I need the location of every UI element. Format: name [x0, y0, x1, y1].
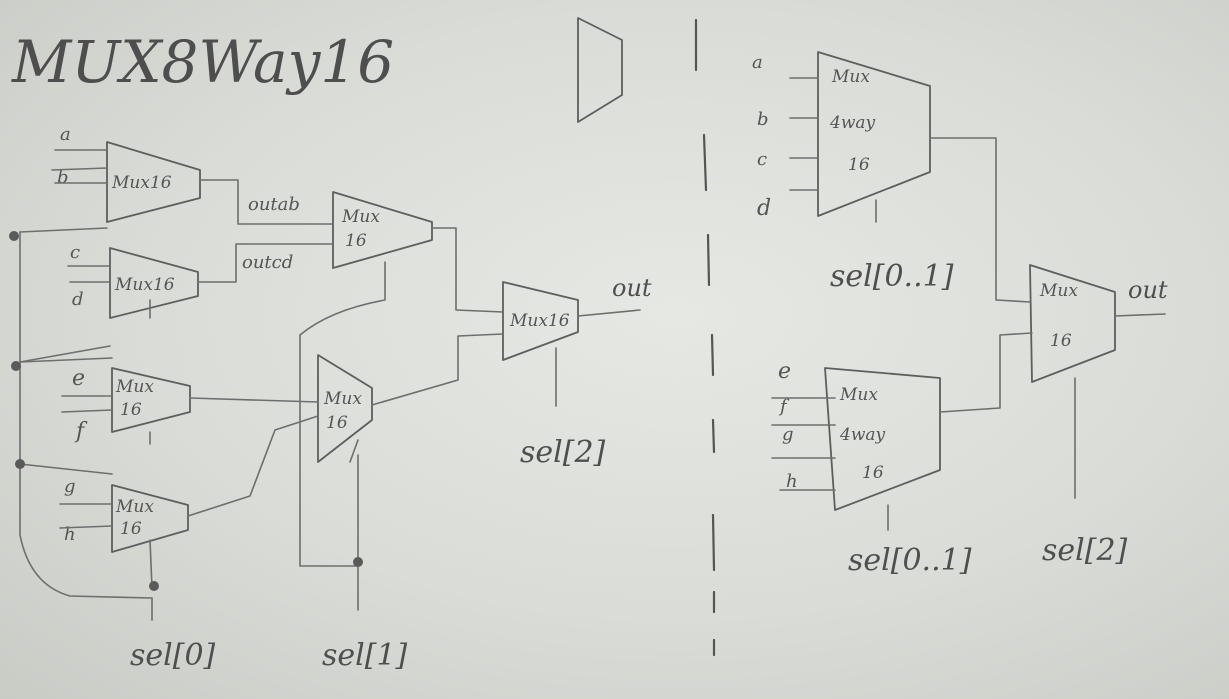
wire-out: [577, 309, 641, 317]
wire-outef: [189, 397, 319, 403]
mux-efgh-label-2: 16: [326, 413, 348, 433]
mux-abcd-label-2: 16: [345, 231, 367, 251]
output-out-left: out: [612, 274, 652, 302]
mux16-right-label-1: Mux: [1039, 281, 1078, 301]
right-input-e: e: [778, 359, 791, 384]
right-input-b: b: [757, 109, 769, 130]
mux-cd: Mux16: [109, 247, 199, 319]
mux-ab-label: Mux16: [111, 173, 172, 193]
diagram-title: MUX8Way16: [11, 28, 394, 96]
mux-ef-label-1: Mux: [115, 377, 154, 397]
label-sel01-bottom: sel[0..1]: [848, 543, 972, 578]
input-c: c: [70, 242, 80, 263]
label-sel01-top: sel[0..1]: [830, 259, 954, 294]
right-input-f: f: [778, 396, 790, 417]
mux-abcd: Mux 16: [332, 191, 433, 269]
mux-gh-label-2: 16: [120, 519, 142, 539]
mux-symbol-sketch: [577, 17, 623, 123]
label-outab: outab: [248, 194, 300, 215]
mux4way-bottom-label-3: 16: [862, 463, 884, 483]
divider: [694, 18, 716, 657]
right-input-d: d: [757, 196, 771, 221]
input-e: e: [72, 366, 85, 391]
label-sel0: sel[0]: [130, 638, 216, 673]
mux-ef: Mux 16: [111, 367, 191, 433]
mux-ab: Mux16: [106, 141, 201, 223]
right-top-stubs: [789, 77, 819, 191]
wire-right-top-out: [929, 137, 1031, 303]
sel0-bus: [9, 227, 159, 621]
label-sel2-right: sel[2]: [1042, 533, 1128, 568]
mux4way-top: Mux 4way 16: [817, 51, 931, 217]
right-bottom-stubs: [771, 397, 836, 491]
mux-gh-label-1: Mux: [115, 497, 154, 517]
mux4way-bottom: Mux 4way 16: [824, 367, 941, 511]
mux4way-top-label-2: 4way: [829, 113, 876, 133]
label-sel1: sel[1]: [322, 638, 408, 673]
right-input-g: g: [782, 424, 794, 445]
input-d: d: [72, 289, 84, 310]
wire-right-bottom-out: [939, 332, 1033, 413]
mux-abcd-label-1: Mux: [341, 207, 380, 227]
mux-gh: Mux 16: [111, 484, 189, 553]
input-f: f: [74, 419, 88, 444]
wire-outcd: [197, 243, 334, 283]
mux-final-label: Mux16: [509, 311, 570, 331]
mux4way-bottom-label-2: 4way: [839, 425, 886, 445]
wire-outgh: [187, 415, 319, 517]
mux-ef-label-2: 16: [120, 400, 142, 420]
label-outcd: outcd: [242, 252, 293, 273]
right-input-a: a: [752, 52, 763, 73]
mux-efgh-label-1: Mux: [323, 389, 362, 409]
input-b: b: [57, 167, 69, 188]
wire-outabcd: [431, 227, 504, 313]
mux-efgh: Mux 16: [317, 354, 373, 463]
sel1-bus: [299, 261, 386, 611]
wire-outefgh: [371, 333, 504, 406]
mux4way-bottom-label-1: Mux: [839, 385, 878, 405]
right-input-c: c: [757, 149, 767, 170]
output-out-right: out: [1128, 276, 1168, 304]
mux4way-top-label-1: Mux: [831, 67, 870, 87]
mux-cd-label: Mux16: [114, 275, 175, 295]
mux-final: Mux16: [502, 281, 579, 361]
wire-right-out: [1114, 313, 1166, 317]
mux4way-top-label-3: 16: [848, 155, 870, 175]
label-sel2-left: sel[2]: [520, 435, 606, 470]
right-input-h: h: [786, 471, 798, 492]
wire-outab: [199, 179, 334, 225]
input-g: g: [64, 476, 76, 497]
input-a: a: [60, 124, 71, 145]
input-h: h: [64, 524, 76, 545]
mux16-right: Mux 16: [1029, 264, 1116, 383]
mux16-right-label-2: 16: [1050, 331, 1072, 351]
input-stubs: [51, 149, 113, 529]
